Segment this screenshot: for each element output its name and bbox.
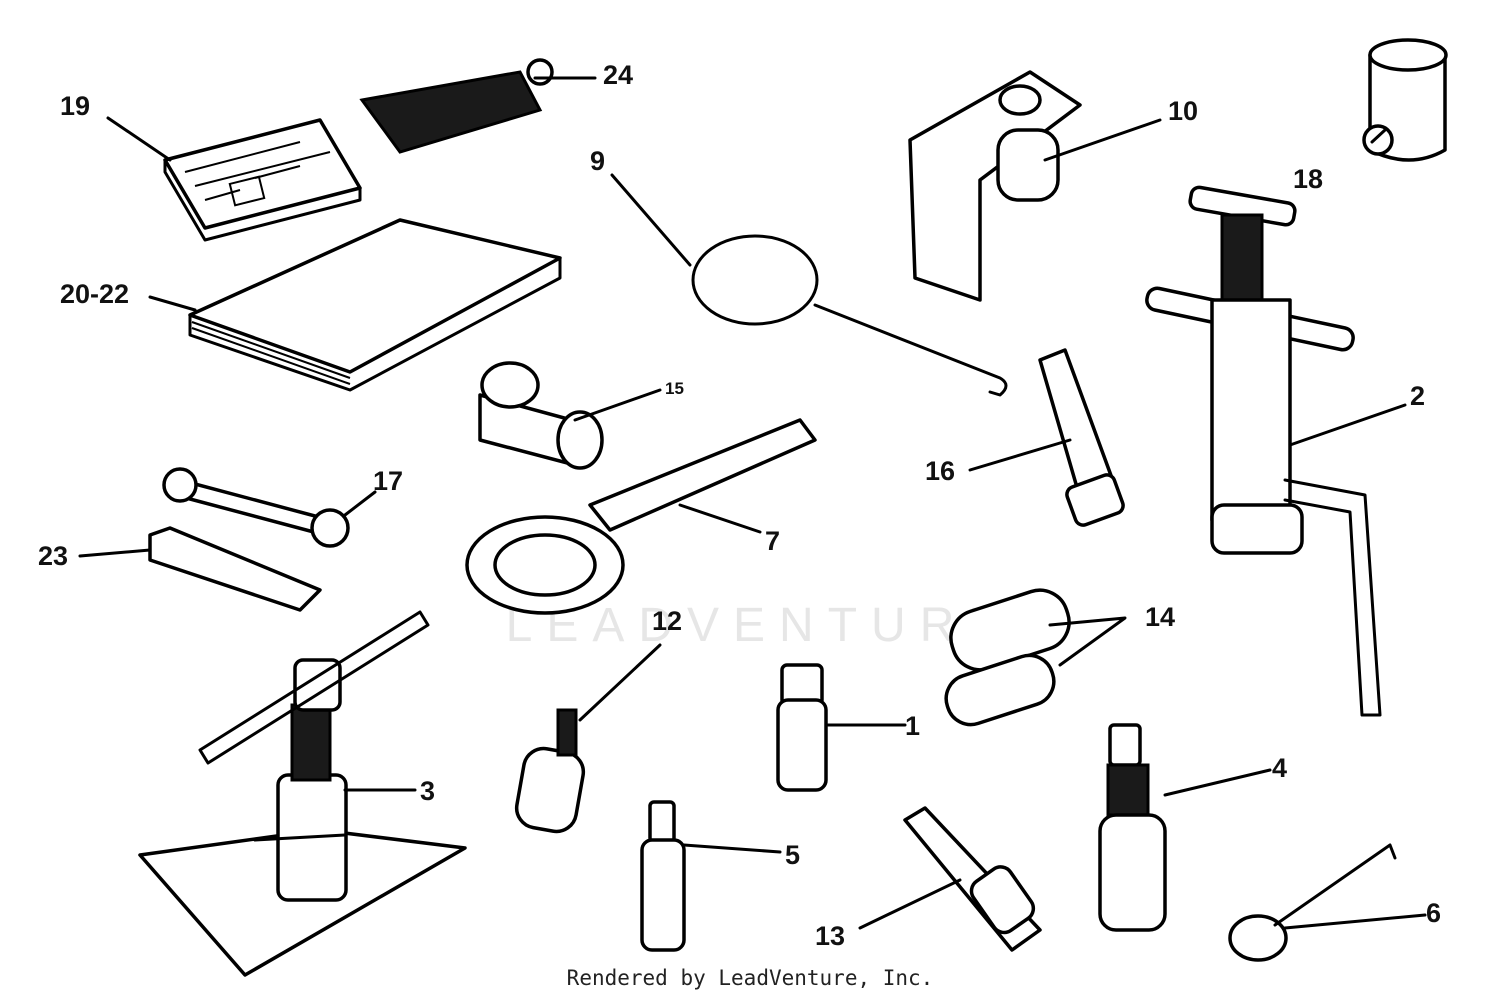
part-15-socket[interactable] — [478, 361, 604, 470]
part-12-fitting[interactable] — [514, 708, 587, 835]
label-19: 19 — [60, 91, 90, 121]
part-19-manual[interactable] — [163, 118, 362, 242]
part-3-press[interactable] — [138, 610, 467, 977]
part-10-bracket[interactable] — [908, 70, 1082, 302]
label-15: 15 — [665, 379, 684, 398]
part-5-adapter[interactable] — [640, 800, 686, 952]
label-6: 6 — [1426, 898, 1441, 928]
label-2: 2 — [1410, 381, 1425, 411]
part-4-adapter[interactable] — [1098, 723, 1167, 932]
part-24-pouch[interactable] — [359, 58, 554, 154]
part-13-probe[interactable] — [903, 806, 1042, 952]
part-2-puller[interactable] — [1145, 185, 1382, 717]
part-9-wire-tool[interactable] — [691, 234, 1008, 397]
label-1: 1 — [905, 711, 920, 741]
part-20-22-manual-book[interactable] — [188, 218, 562, 392]
label-4: 4 — [1272, 753, 1287, 783]
label-20-22: 20-22 — [60, 279, 129, 309]
label-24: 24 — [603, 60, 633, 90]
part-23-bar[interactable] — [148, 526, 322, 612]
footer-credit: Rendered by LeadVenture, Inc. — [566, 966, 934, 990]
part-1-adapter[interactable] — [776, 663, 828, 792]
label-3: 3 — [420, 776, 435, 806]
watermark: LEADVENTURE — [505, 599, 1015, 652]
label-10: 10 — [1168, 96, 1198, 126]
label-5: 5 — [785, 840, 800, 870]
label-7: 7 — [765, 526, 780, 556]
leader-lines — [78, 76, 1427, 930]
label-14: 14 — [1145, 602, 1175, 632]
label-18: 18 — [1293, 164, 1323, 194]
part-7-spanner[interactable] — [465, 418, 817, 615]
label-17: 17 — [373, 466, 403, 496]
label-9: 9 — [590, 146, 605, 176]
part-6-ring-tool[interactable] — [1228, 843, 1397, 962]
label-13: 13 — [815, 921, 845, 951]
part-18-cylinder[interactable] — [1362, 38, 1448, 162]
part-14-coupler[interactable] — [940, 583, 1076, 731]
label-23: 23 — [38, 541, 68, 571]
label-12: 12 — [652, 606, 682, 636]
label-16: 16 — [925, 456, 955, 486]
part-17-wrench[interactable] — [162, 467, 350, 548]
part-16-box-wrench[interactable] — [1038, 348, 1125, 527]
